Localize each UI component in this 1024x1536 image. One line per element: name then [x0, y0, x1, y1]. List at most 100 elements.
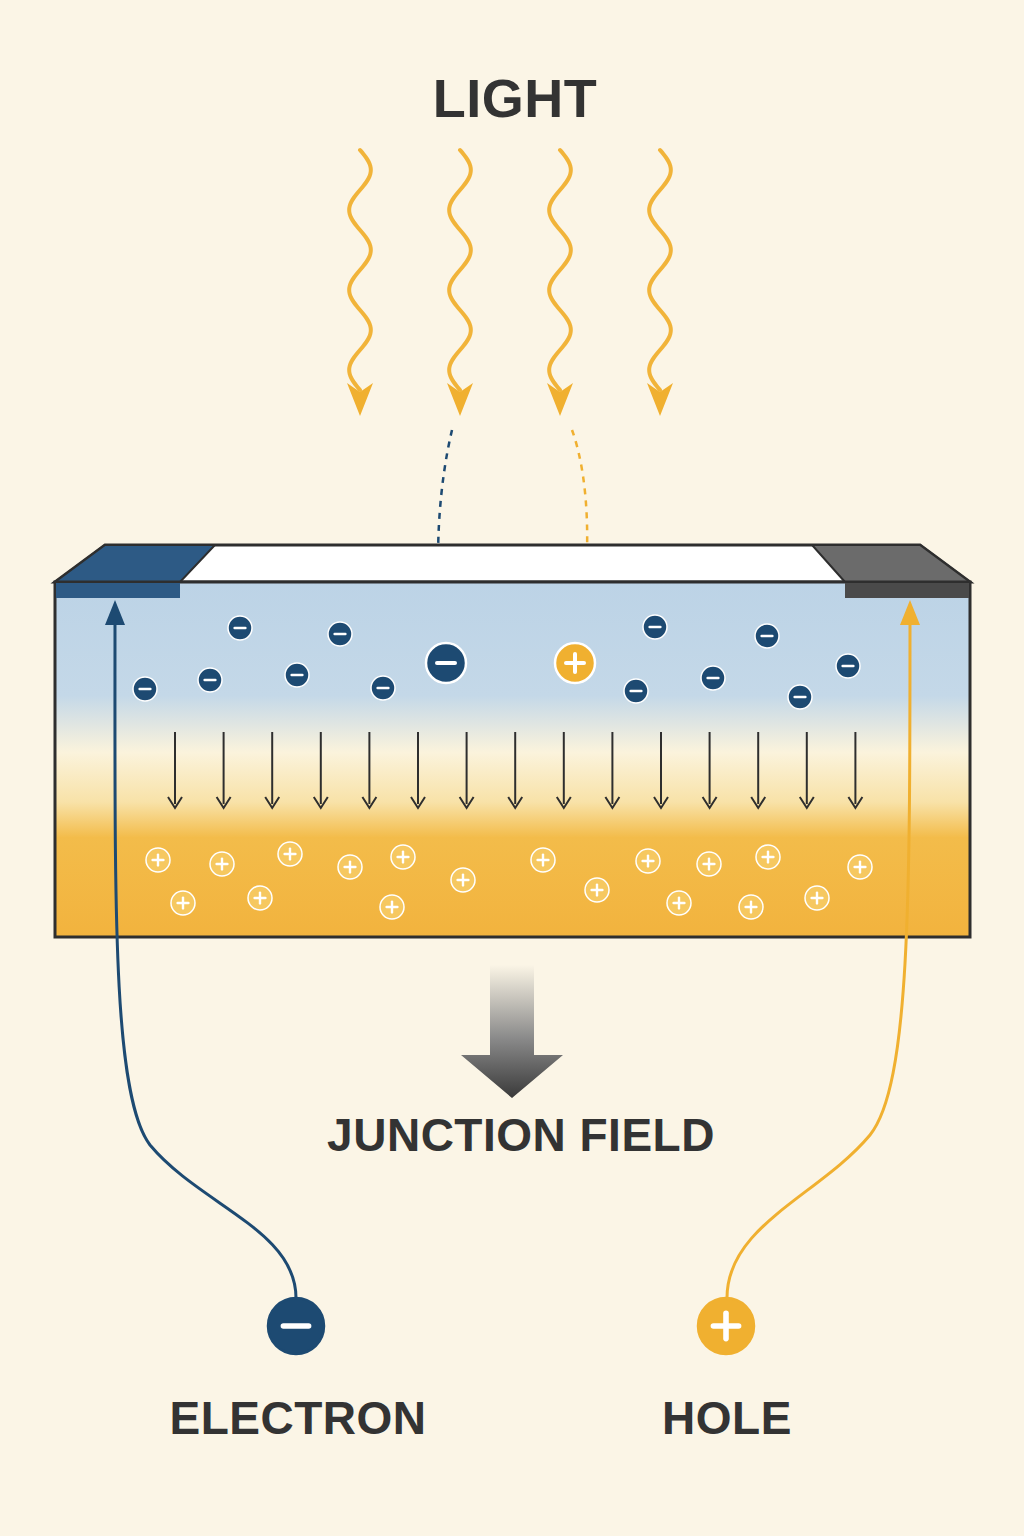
minus-sign: [235, 627, 246, 629]
hole-dot: [210, 852, 234, 876]
light-ray: [349, 150, 371, 390]
minus-sign: [140, 688, 151, 690]
free-hole: [555, 643, 595, 683]
plus-sign: [573, 654, 577, 672]
hole-dot: [805, 886, 829, 910]
field-label: JUNCTION FIELD: [327, 1108, 715, 1162]
field-arrow: [271, 732, 273, 804]
field-arrow-head: [508, 797, 522, 808]
hole-dot: [667, 891, 691, 915]
minus-sign: [795, 696, 806, 698]
field-arrow-head: [265, 797, 279, 808]
electron-dot: [371, 676, 395, 700]
field-arrow-head: [411, 797, 425, 808]
field-arrow: [514, 732, 516, 804]
hole-dot: [636, 849, 660, 873]
plus-sign: [678, 898, 680, 909]
minus-sign: [843, 665, 854, 667]
hole-dot: [380, 895, 404, 919]
positive-contact-strip: [845, 583, 969, 598]
hole-dot: [248, 886, 272, 910]
hole-dot: [848, 855, 872, 879]
light-rays: [347, 150, 673, 416]
minus-sign: [762, 635, 773, 637]
field-arrow: [223, 732, 225, 804]
field-arrow: [417, 732, 419, 804]
plus-sign: [767, 852, 769, 863]
field-arrow: [174, 732, 176, 804]
plus-sign: [596, 885, 598, 896]
field-arrow: [660, 732, 662, 804]
plus-sign: [289, 849, 291, 860]
hole-label: HOLE: [662, 1391, 792, 1445]
electron-dot: [328, 622, 352, 646]
hole-dot: [585, 878, 609, 902]
field-arrow-head: [605, 797, 619, 808]
hole-symbol: [698, 1298, 754, 1354]
field-arrow-head: [848, 797, 862, 808]
legend-charges: [268, 1298, 754, 1354]
minus-sign: [437, 661, 455, 665]
slab-front: [55, 582, 970, 937]
minus-sign: [283, 1323, 308, 1329]
plus-sign: [816, 893, 818, 904]
negative-contact: [55, 545, 215, 582]
light-label: LIGHT: [433, 67, 597, 129]
hole-dot: [171, 891, 195, 915]
electron-dot: [133, 677, 157, 701]
plus-sign: [349, 862, 351, 873]
hole-dot: [531, 848, 555, 872]
free-electron: [426, 643, 466, 683]
electron-dot: [198, 668, 222, 692]
electron-wire-head: [105, 600, 125, 625]
slab-top: [55, 545, 970, 582]
minus-sign: [650, 626, 661, 628]
plus-sign: [402, 852, 404, 863]
plus-sign: [542, 855, 544, 866]
hole-wire-head: [900, 600, 920, 625]
hole-dot: [451, 868, 475, 892]
electron-dot: [285, 663, 309, 687]
hole-dot: [739, 895, 763, 919]
negative-contact-strip: [56, 583, 180, 598]
minus-sign: [708, 677, 719, 679]
field-arrow-head: [217, 797, 231, 808]
plus-sign: [391, 902, 393, 913]
minus-sign: [631, 690, 642, 692]
field-arrow: [757, 732, 759, 804]
electron-dot: [836, 654, 860, 678]
minus-sign: [292, 674, 303, 676]
light-ray-head: [347, 383, 373, 416]
electron-symbol: [268, 1298, 324, 1354]
electron-dot: [788, 685, 812, 709]
hole-dot: [391, 845, 415, 869]
field-direction-arrow: [461, 965, 563, 1098]
plus-sign: [723, 1313, 729, 1338]
positive-contact: [812, 545, 970, 582]
minus-sign: [335, 633, 346, 635]
light-ray: [649, 150, 671, 390]
charges: [133, 615, 872, 919]
plus-sign: [259, 893, 261, 904]
plus-sign: [647, 856, 649, 867]
field-arrow-head: [751, 797, 765, 808]
light-ray-head: [447, 383, 473, 416]
electron-dot: [755, 624, 779, 648]
electron-dot: [228, 616, 252, 640]
plus-sign: [221, 859, 223, 870]
hole-wire: [727, 618, 910, 1298]
plus-sign: [157, 855, 159, 866]
plus-sign: [462, 875, 464, 886]
field-arrow-head: [362, 797, 376, 808]
field-arrow-head: [800, 797, 814, 808]
hole-dot: [338, 855, 362, 879]
field-arrow: [563, 732, 565, 804]
field-arrow: [320, 732, 322, 804]
plus-sign: [708, 859, 710, 870]
electron-dot: [643, 615, 667, 639]
light-ray-head: [647, 383, 673, 416]
light-ray: [449, 150, 471, 390]
field-arrow-head: [703, 797, 717, 808]
field-arrow: [368, 732, 370, 804]
